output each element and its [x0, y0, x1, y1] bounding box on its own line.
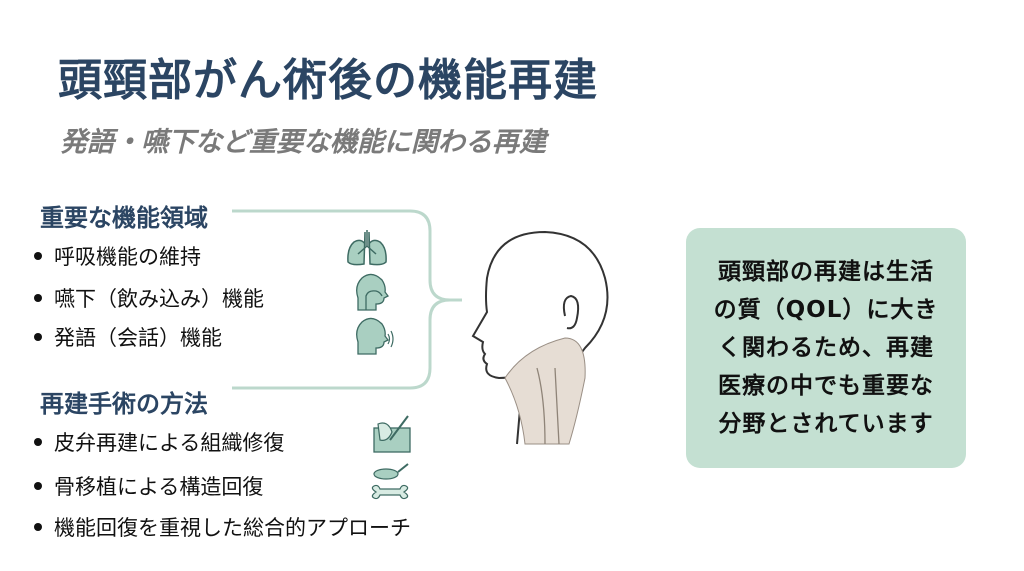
method-item: 皮弁再建による組織修復	[34, 427, 284, 457]
function-item-label: 発語（会話）機能	[54, 326, 222, 350]
function-item: 呼吸機能の維持	[34, 241, 201, 271]
bullet-dot	[34, 294, 42, 302]
skin-flap-icon	[373, 415, 411, 453]
callout-line: 医療の中でも重要な	[718, 373, 934, 399]
lungs-icon	[347, 230, 387, 266]
swallowing-head-icon	[356, 273, 389, 311]
callout-line: く関わるため、再建	[718, 335, 934, 361]
bullet-dot	[34, 333, 42, 341]
methods-heading: 再建手術の方法	[40, 390, 208, 418]
function-item: 発語（会話）機能	[34, 322, 222, 352]
bullet-dot	[34, 523, 42, 531]
bullet-dot	[34, 252, 42, 260]
method-item-label: 機能回復を重視した総合的アプローチ	[54, 516, 411, 540]
callout-line: 分野とされています	[718, 411, 934, 437]
callout-line: の質（QOL）に大き	[713, 297, 939, 323]
function-item: 嚥下（飲み込み）機能	[34, 283, 264, 313]
method-item: 骨移植による構造回復	[34, 471, 263, 501]
function-item-label: 嚥下（飲み込み）機能	[54, 287, 264, 311]
speaking-head-icon	[356, 317, 394, 355]
slide-subtitle: 発語・嚥下など重要な機能に関わる再建	[60, 127, 546, 158]
bone-graft-icon	[371, 463, 409, 500]
bullet-dot	[34, 482, 42, 490]
bullet-dot	[34, 438, 42, 446]
bracket-connector	[232, 209, 462, 390]
method-item-label: 皮弁再建による組織修復	[54, 431, 285, 455]
callout-line: 頭頸部の再建は生活	[718, 259, 934, 285]
method-item: 機能回復を重視した総合的アプローチ	[34, 512, 411, 542]
head-neck-illustration	[471, 230, 609, 445]
function-item-label: 呼吸機能の維持	[54, 245, 201, 269]
slide-title: 頭頸部がん術後の機能再建	[58, 55, 598, 106]
qol-callout-box: 頭頸部の再建は生活 の質（QOL）に大き く関わるため、再建 医療の中でも重要な…	[686, 228, 966, 468]
functions-heading: 重要な機能領域	[40, 204, 208, 232]
method-item-label: 骨移植による構造回復	[54, 475, 264, 499]
